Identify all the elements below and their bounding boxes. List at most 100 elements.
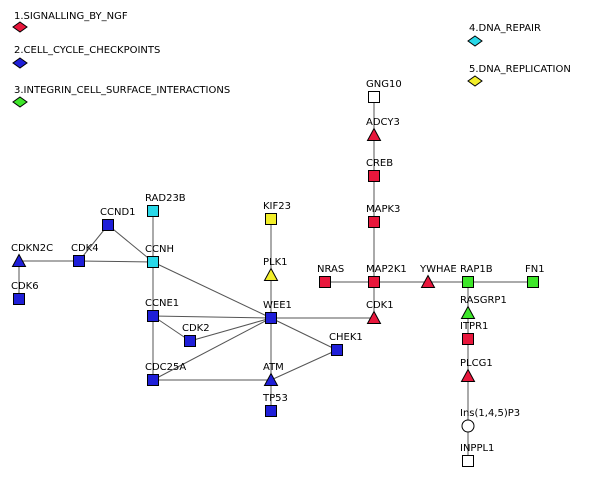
node-rad23b-square bbox=[147, 205, 159, 217]
node-rad23b-label: RAD23B bbox=[145, 193, 186, 204]
node-adcy3[interactable]: ADCY3 bbox=[366, 117, 400, 141]
node-ccnh[interactable]: CCNH bbox=[145, 244, 174, 268]
node-cdk4[interactable]: CDK4 bbox=[71, 243, 99, 267]
node-ccne1-square bbox=[147, 310, 159, 322]
node-cdkn2c[interactable]: CDKN2C bbox=[11, 243, 53, 267]
node-ywhae[interactable]: YWHAE bbox=[419, 264, 457, 288]
edge-atm-chek1 bbox=[270, 349, 338, 381]
node-rap1b-square bbox=[462, 276, 474, 288]
legend-label-3: 3.INTEGRIN_CELL_SURFACE_INTERACTIONS bbox=[14, 85, 230, 96]
node-atm-label: ATM bbox=[263, 362, 284, 373]
node-cdk2[interactable]: CDK2 bbox=[182, 323, 210, 347]
node-mapk3[interactable]: MAPK3 bbox=[366, 204, 400, 228]
node-plcg1-triangle bbox=[460, 368, 476, 382]
node-atm[interactable]: ATM bbox=[263, 362, 284, 386]
node-cdk1[interactable]: CDK1 bbox=[366, 300, 394, 324]
node-adcy3-label: ADCY3 bbox=[366, 117, 400, 128]
node-ccne1[interactable]: CCNE1 bbox=[145, 298, 179, 322]
node-gng10[interactable]: GNG10 bbox=[366, 79, 402, 103]
node-cdk4-square bbox=[73, 255, 85, 267]
node-cdc25a-square bbox=[147, 374, 159, 386]
node-kif23-label: KIF23 bbox=[263, 201, 291, 212]
node-plk1-triangle bbox=[263, 267, 279, 281]
edge-wee1-chek1 bbox=[270, 317, 338, 351]
node-cdk6[interactable]: CDK6 bbox=[11, 281, 39, 305]
node-ccnd1-square bbox=[102, 219, 114, 231]
node-rasgrp1-label: RASGRP1 bbox=[460, 295, 507, 306]
node-creb-square bbox=[368, 170, 380, 182]
node-map2k1-label: MAP2K1 bbox=[366, 264, 407, 275]
legend: 1.SIGNALLING_BY_NGF 2.CELL_CYCLE_CHECKPOI… bbox=[12, 11, 571, 108]
node-chek1[interactable]: CHEK1 bbox=[329, 332, 363, 356]
node-ccnd1-label: CCND1 bbox=[100, 207, 136, 218]
node-inppl1[interactable]: INPPL1 bbox=[460, 443, 494, 467]
edge-ccne1-cdk2 bbox=[152, 315, 191, 342]
node-inppl1-label: INPPL1 bbox=[460, 443, 494, 454]
edge-ccnd1-ccnh bbox=[107, 224, 154, 263]
legend-label-4: 4.DNA_REPAIR bbox=[469, 23, 541, 34]
node-nras-label: NRAS bbox=[317, 264, 344, 275]
node-gng10-square bbox=[368, 91, 380, 103]
node-wee1-label: WEE1 bbox=[263, 300, 292, 311]
node-ywhae-triangle bbox=[420, 274, 436, 288]
node-rasgrp1[interactable]: RASGRP1 bbox=[460, 295, 507, 319]
node-rasgrp1-triangle bbox=[460, 305, 476, 319]
node-cdkn2c-label: CDKN2C bbox=[11, 243, 53, 254]
node-cdk4-label: CDK4 bbox=[71, 243, 99, 254]
node-kif23-square bbox=[265, 213, 277, 225]
legend-swatch-3 bbox=[12, 96, 28, 108]
node-itpr1-square bbox=[462, 333, 474, 345]
node-gng10-label: GNG10 bbox=[366, 79, 402, 90]
node-ccnh-label: CCNH bbox=[145, 244, 174, 255]
node-creb-label: CREB bbox=[366, 158, 393, 169]
legend-swatch-5 bbox=[467, 75, 483, 87]
node-itpr1-label: ITPR1 bbox=[460, 321, 488, 332]
node-inppl1-square bbox=[462, 455, 474, 467]
node-fn1[interactable]: FN1 bbox=[525, 264, 545, 288]
node-map2k1-square bbox=[368, 276, 380, 288]
edge-cdk2-wee1 bbox=[189, 317, 272, 342]
node-plk1[interactable]: PLK1 bbox=[263, 257, 288, 281]
legend-label-5: 5.DNA_REPLICATION bbox=[469, 64, 571, 75]
node-rad23b[interactable]: RAD23B bbox=[145, 193, 186, 217]
node-cdk6-square bbox=[13, 293, 25, 305]
node-nras[interactable]: NRAS bbox=[317, 264, 344, 288]
node-fn1-label: FN1 bbox=[525, 264, 545, 275]
node-mapk3-square bbox=[368, 216, 380, 228]
node-map2k1[interactable]: MAP2K1 bbox=[366, 264, 407, 288]
node-tp53[interactable]: TP53 bbox=[262, 393, 288, 417]
node-adcy3-triangle bbox=[366, 127, 382, 141]
node-cdk2-label: CDK2 bbox=[182, 323, 210, 334]
node-ins145p3[interactable]: Ins(1,4,5)P3 bbox=[460, 408, 520, 433]
node-ccnd1[interactable]: CCND1 bbox=[100, 207, 136, 231]
node-atm-triangle bbox=[263, 372, 279, 386]
node-wee1[interactable]: WEE1 bbox=[263, 300, 292, 324]
node-ins145p3-label: Ins(1,4,5)P3 bbox=[460, 408, 520, 419]
node-creb[interactable]: CREB bbox=[366, 158, 393, 182]
legend-swatch-1 bbox=[12, 21, 28, 33]
node-plk1-label: PLK1 bbox=[263, 257, 288, 268]
node-ccnh-square bbox=[147, 256, 159, 268]
node-ywhae-label: YWHAE bbox=[419, 264, 457, 275]
node-cdk2-square bbox=[184, 335, 196, 347]
node-tp53-square bbox=[265, 405, 277, 417]
node-plcg1[interactable]: PLCG1 bbox=[460, 358, 493, 382]
node-cdc25a[interactable]: CDC25A bbox=[145, 362, 186, 386]
edge-ccnh-wee1 bbox=[152, 261, 272, 319]
node-cdkn2c-triangle bbox=[11, 253, 27, 267]
legend-label-2: 2.CELL_CYCLE_CHECKPOINTS bbox=[14, 45, 160, 56]
node-cdk1-label: CDK1 bbox=[366, 300, 394, 311]
node-kif23[interactable]: KIF23 bbox=[263, 201, 291, 225]
node-rap1b[interactable]: RAP1B bbox=[460, 264, 493, 288]
legend-swatch-2 bbox=[12, 57, 28, 69]
node-cdk6-label: CDK6 bbox=[11, 281, 39, 292]
legend-label-1: 1.SIGNALLING_BY_NGF bbox=[14, 11, 128, 22]
node-itpr1[interactable]: ITPR1 bbox=[460, 321, 488, 345]
edge-ccne1-wee1 bbox=[152, 315, 272, 319]
node-chek1-square bbox=[331, 344, 343, 356]
node-nras-square bbox=[319, 276, 331, 288]
edge-cdc25a-wee1 bbox=[152, 317, 272, 381]
node-ccne1-label: CCNE1 bbox=[145, 298, 179, 309]
